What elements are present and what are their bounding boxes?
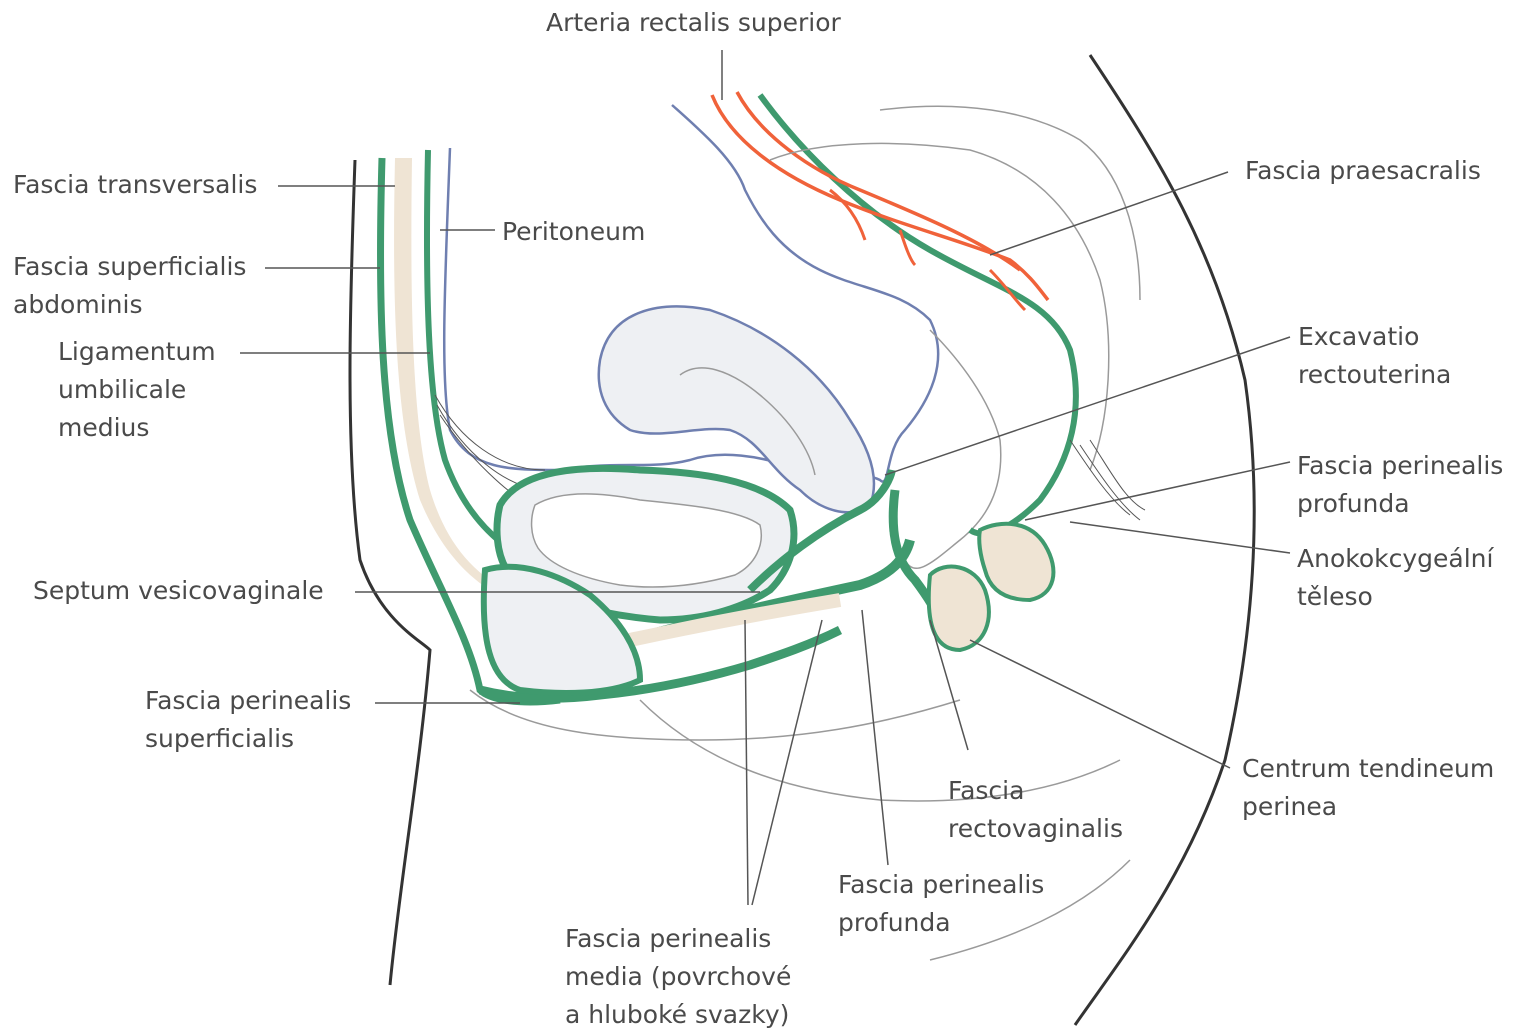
label-fascia-perinealis-media: Fascia perinealis media (povrchové a hlu… (565, 920, 791, 1034)
label-excavatio-rectouterina: Excavatio rectouterina (1298, 318, 1451, 394)
label-ligamentum-umbilicale-medius: Ligamentum umbilicale medius (58, 333, 216, 447)
leader-anokokcygealni (1070, 522, 1290, 553)
centrum-tendineum (929, 567, 989, 650)
label-anokokcygealni-teleso: Anokokcygeální těleso (1297, 540, 1493, 616)
label-fascia-perinealis-profunda-right: Fascia perinealis profunda (1297, 447, 1503, 523)
sacrum-inner (880, 106, 1140, 300)
leader-centrum (970, 640, 1230, 768)
leader-profunda-bottom (862, 610, 888, 865)
leader-fascia-perinealis-profunda-r (1025, 462, 1290, 520)
label-centrum-tendineum-perinea: Centrum tendineum perinea (1242, 750, 1494, 826)
label-fascia-praesacralis: Fascia praesacralis (1245, 152, 1481, 190)
label-fascia-perinealis-profunda-bottom: Fascia perinealis profunda (838, 866, 1044, 942)
leader-fascia-praesacralis (990, 172, 1228, 255)
anokokcygealni-teleso (979, 524, 1053, 600)
label-peritoneum: Peritoneum (502, 213, 645, 251)
leader-excavatio (885, 337, 1290, 475)
peritoneum-wall-line (444, 148, 560, 470)
posterior-body-outline (1075, 55, 1254, 1025)
anterior-body-outline (350, 160, 430, 985)
label-arteria-rectalis-superior: Arteria rectalis superior (546, 4, 841, 42)
label-fascia-superficialis-abdominis: Fascia superficialis abdominis (13, 248, 246, 324)
label-septum-vesicovaginale: Septum vesicovaginale (33, 572, 324, 610)
label-fascia-rectovaginalis: Fascia rectovaginalis (948, 772, 1123, 848)
label-fascia-perinealis-superficialis: Fascia perinealis superficialis (145, 682, 351, 758)
label-fascia-transversalis: Fascia transversalis (13, 166, 257, 204)
